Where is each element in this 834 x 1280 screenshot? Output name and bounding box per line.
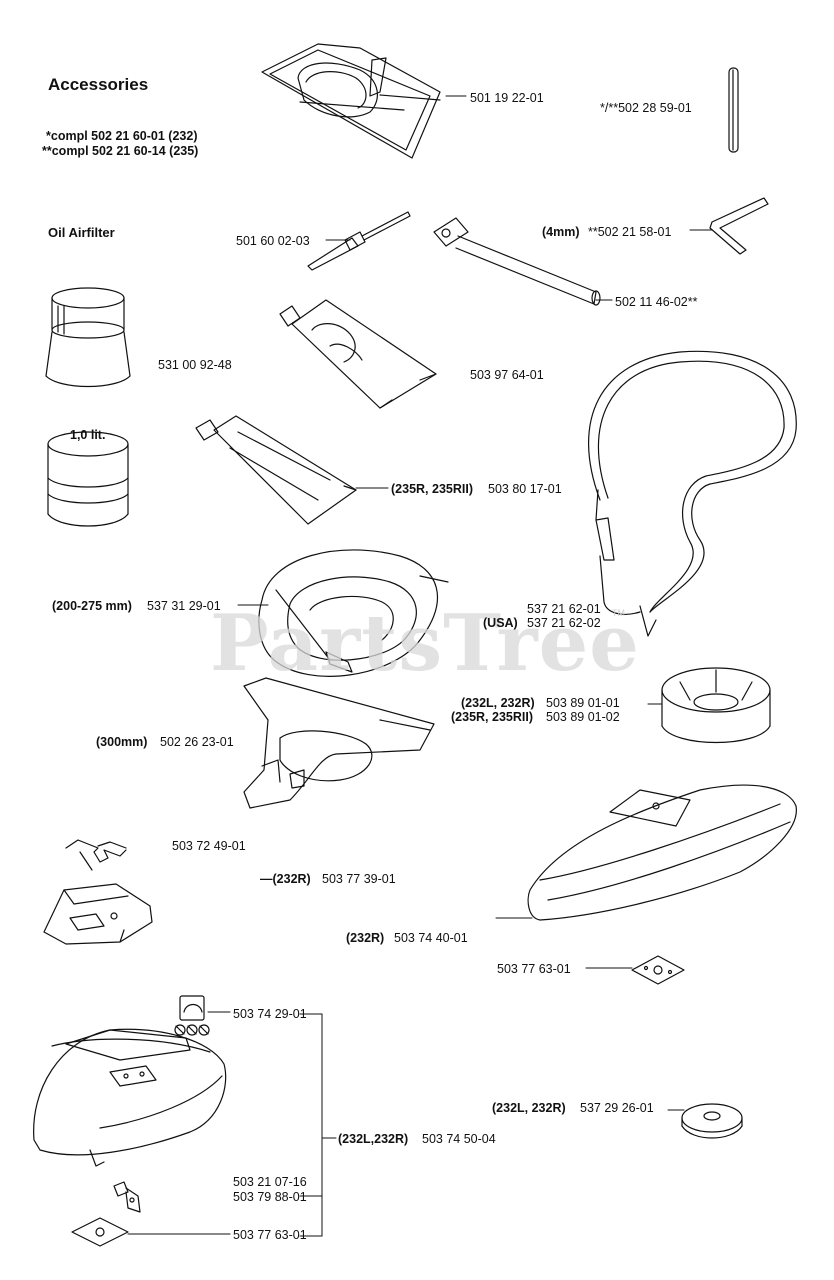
part-number-support-cup-2: 503 89 01-02 xyxy=(546,710,620,724)
part-number-screw-2: 503 79 88-01 xyxy=(233,1190,307,1204)
support-cup-235-label: (235R, 235RII) xyxy=(451,710,533,724)
part-number-grease-tube-small: 503 97 64-01 xyxy=(470,368,544,382)
part-number-screw-1: 503 21 07-16 xyxy=(233,1175,307,1189)
blade-guard-232r-model-label: (232R) xyxy=(346,931,385,945)
grease-tube-large-model-label: (235R, 235RII) xyxy=(391,482,473,496)
part-number-plate-right: 503 77 63-01 xyxy=(497,962,571,976)
page-title: Accessories xyxy=(48,75,149,94)
part-number-guard-300: 502 26 23-01 xyxy=(160,735,234,749)
harness-bag-drawing xyxy=(261,43,441,159)
oil-bottle-drawing xyxy=(47,431,129,527)
part-number-socket-wrench: 502 11 46-02** xyxy=(615,295,698,309)
shoulder-strap-drawing xyxy=(587,350,797,637)
part-number-guard-kit: 503 74 50-04 xyxy=(422,1132,496,1146)
grease-tube-small-drawing xyxy=(279,299,437,409)
leader-lines xyxy=(127,95,713,1237)
screwdriver-drawing xyxy=(307,211,411,271)
part-number-grease-tube-large: 503 80 17-01 xyxy=(488,482,562,496)
socket-wrench-drawing xyxy=(433,217,601,306)
part-number-shoulder-strap: 537 21 62-01 xyxy=(527,602,601,616)
washer-drawing xyxy=(681,1103,743,1139)
grease-tube-large-drawing xyxy=(195,415,357,525)
trademark-symbol: TM xyxy=(612,608,625,618)
guard-232r-model-label: —(232R) xyxy=(260,872,311,886)
oil-bottle-volume-label: 1,0 lit. xyxy=(70,428,106,442)
part-number-rod: */**502 28 59-01 xyxy=(600,101,692,115)
part-number-shoulder-strap-usa: 537 21 62-02 xyxy=(527,616,601,630)
oil-airfilter-heading: Oil Airfilter xyxy=(48,225,115,240)
nut-kit-drawing xyxy=(174,995,210,1036)
washer-model-label: (232L, 232R) xyxy=(492,1101,566,1115)
trimmer-guard-200-drawing xyxy=(258,549,449,677)
rod-drawing xyxy=(728,67,739,153)
small-guard-232r-drawing xyxy=(43,883,153,945)
blade-guard-232r-drawing xyxy=(527,784,797,921)
screw-drawing xyxy=(113,1181,141,1213)
plate-right-drawing xyxy=(631,955,685,985)
part-number-nut-kit: 503 74 29-01 xyxy=(233,1007,307,1021)
support-cup-232-label: (232L, 232R) xyxy=(461,696,535,710)
part-number-oil-filter: 531 00 92-48 xyxy=(158,358,232,372)
part-number-harness-bag: 501 19 22-01 xyxy=(470,91,544,105)
part-number-screwdriver: 501 60 02-03 xyxy=(236,234,310,248)
compl-232-label: *compl 502 21 60-01 (232) xyxy=(46,129,198,143)
part-number-guard-232r: 503 77 39-01 xyxy=(322,872,396,886)
guard-300-size-label: (300mm) xyxy=(96,735,148,749)
bracket-drawing xyxy=(65,839,127,871)
part-number-trimmer-guard-200: 537 31 29-01 xyxy=(147,599,221,613)
watermark: PartsTree xyxy=(210,598,640,689)
part-number-plate-bottom: 503 77 63-01 xyxy=(233,1228,307,1242)
plate-bottom-drawing xyxy=(71,1217,129,1247)
part-number-washer: 537 29 26-01 xyxy=(580,1101,654,1115)
shoulder-strap-usa-label: (USA) xyxy=(483,616,518,630)
guard-300-drawing xyxy=(243,677,435,809)
guard-kit-drawing xyxy=(33,1028,227,1167)
part-number-allen-key: **502 21 58-01 xyxy=(588,225,672,239)
guard-kit-model-label: (232L,232R) xyxy=(338,1132,409,1146)
oil-filter-drawing xyxy=(45,287,131,388)
part-number-bracket: 503 72 49-01 xyxy=(172,839,246,853)
compl-235-label: **compl 502 21 60-14 (235) xyxy=(42,144,199,158)
allen-key-size-label: (4mm) xyxy=(542,225,580,239)
allen-key-drawing xyxy=(709,197,769,255)
support-cup-drawing xyxy=(661,667,771,744)
trimmer-guard-size-label: (200-275 mm) xyxy=(52,599,132,613)
part-number-blade-guard-232r: 503 74 40-01 xyxy=(394,931,468,945)
part-number-support-cup-1: 503 89 01-01 xyxy=(546,696,620,710)
